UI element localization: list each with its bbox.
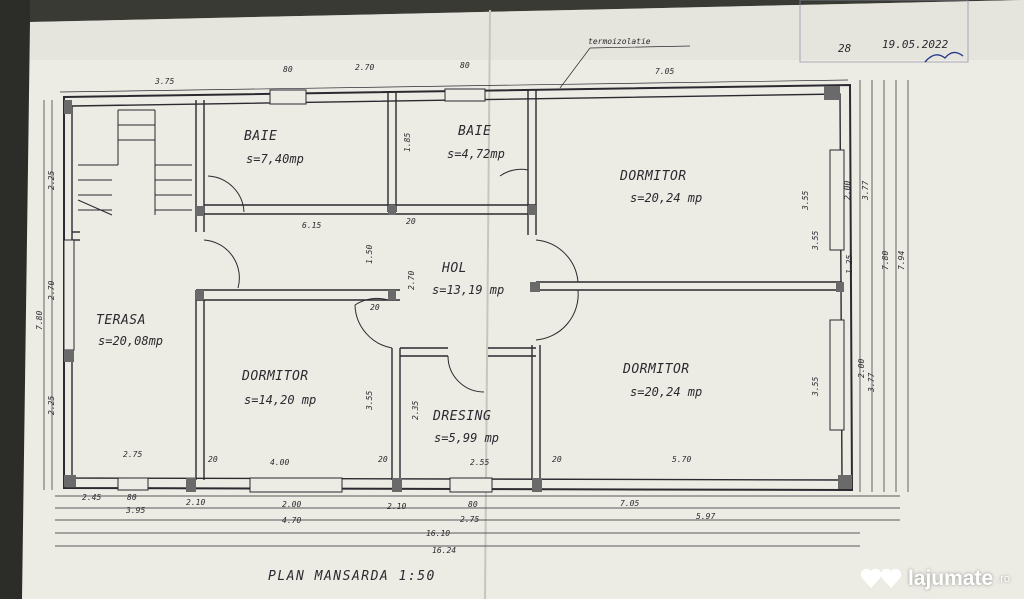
svg-text:6.15: 6.15 <box>302 221 321 230</box>
room-area: s=20,08mp <box>98 334 163 348</box>
room-area: s=14,20 mp <box>244 393 316 407</box>
room-area: s=4,72mp <box>447 147 505 161</box>
wall-hatches <box>64 86 852 492</box>
room-area: s=20,24 mp <box>630 191 702 205</box>
svg-text:2.00: 2.00 <box>282 500 301 509</box>
plan-title: PLAN MANSARDA 1:50 <box>268 569 436 584</box>
svg-text:5.70: 5.70 <box>672 455 691 464</box>
svg-text:2.10: 2.10 <box>387 502 406 511</box>
svg-text:20: 20 <box>370 303 380 312</box>
svg-text:7.05: 7.05 <box>655 67 674 76</box>
svg-text:2.25: 2.25 <box>47 171 56 190</box>
svg-text:2.75: 2.75 <box>460 515 479 524</box>
windows <box>63 88 845 493</box>
svg-text:2.00: 2.00 <box>857 359 866 378</box>
svg-text:16.24: 16.24 <box>432 546 456 555</box>
paper <box>22 0 1024 599</box>
room-name: DORMITOR <box>241 369 309 384</box>
svg-text:2.35: 2.35 <box>411 401 420 420</box>
watermark-tld: .ro <box>997 573 1010 585</box>
svg-text:80: 80 <box>283 65 293 74</box>
svg-text:2.55: 2.55 <box>470 458 489 467</box>
svg-text:7.94: 7.94 <box>897 251 906 270</box>
svg-text:2.75: 2.75 <box>123 450 142 459</box>
svg-text:20: 20 <box>552 455 562 464</box>
room-area: s=7,40mp <box>246 152 304 166</box>
svg-text:20: 20 <box>378 455 388 464</box>
svg-text:80: 80 <box>468 500 478 509</box>
room-name: BAIE <box>244 129 277 144</box>
dimension-labels: termoizolatie 3.75 80 2.70 80 7.05 6.15 … <box>35 37 906 555</box>
room-name: BAIE <box>458 124 491 139</box>
watermark-logo: lajumate.ro <box>860 567 1010 591</box>
paper-fold <box>484 9 491 599</box>
door-swings <box>203 168 579 393</box>
svg-text:7.05: 7.05 <box>620 499 639 508</box>
svg-text:5.97: 5.97 <box>696 512 715 521</box>
dimension-lines <box>43 45 909 547</box>
heart-logo-icon <box>860 568 902 588</box>
staircase <box>77 109 192 216</box>
svg-text:3.77: 3.77 <box>861 181 870 201</box>
svg-text:20: 20 <box>208 455 218 464</box>
svg-text:2.25: 2.25 <box>47 396 56 415</box>
svg-text:4.70: 4.70 <box>282 516 301 525</box>
svg-text:80: 80 <box>127 493 137 502</box>
svg-text:3.55: 3.55 <box>365 391 374 411</box>
svg-text:20: 20 <box>406 217 416 226</box>
svg-text:28: 28 <box>838 42 852 55</box>
room-area: s=20,24 mp <box>630 385 702 399</box>
svg-text:1.25: 1.25 <box>845 255 854 274</box>
room-name: DORMITOR <box>619 169 687 184</box>
svg-text:2.70: 2.70 <box>47 281 56 300</box>
svg-text:3.77: 3.77 <box>867 373 876 393</box>
svg-text:3.55: 3.55 <box>811 231 820 251</box>
svg-text:2.70: 2.70 <box>407 271 416 290</box>
approval-stamp: 28 19.05.2022 <box>799 0 969 63</box>
svg-text:1.50: 1.50 <box>365 245 374 264</box>
svg-text:16.10: 16.10 <box>426 529 450 538</box>
room-name: TERASA <box>96 313 146 328</box>
svg-text:7.80: 7.80 <box>881 251 890 270</box>
room-name: DORMITOR <box>622 362 690 377</box>
svg-text:1.85: 1.85 <box>403 133 412 152</box>
svg-text:2.00: 2.00 <box>843 181 852 200</box>
room-name: DRESING <box>432 409 491 424</box>
svg-text:4.00: 4.00 <box>270 458 289 467</box>
svg-text:2.45: 2.45 <box>82 493 101 502</box>
svg-text:2.70: 2.70 <box>355 63 374 72</box>
svg-text:3.75: 3.75 <box>154 77 174 86</box>
svg-text:3.55: 3.55 <box>801 191 810 211</box>
room-labels: BAIE s=7,40mp BAIE s=4,72mp DORMITOR s=2… <box>96 124 702 445</box>
svg-text:2.10: 2.10 <box>186 498 205 507</box>
watermark-brand: lajumate <box>907 567 994 590</box>
room-area: s=5,99 mp <box>434 431 499 445</box>
svg-text:7.80: 7.80 <box>35 311 44 330</box>
room-area: s=13,19 mp <box>432 283 504 297</box>
svg-text:termoizolatie: termoizolatie <box>588 37 651 46</box>
svg-text:80: 80 <box>460 61 470 70</box>
svg-text:3.95: 3.95 <box>125 506 145 515</box>
svg-text:3.55: 3.55 <box>811 377 820 397</box>
svg-text:19.05.2022: 19.05.2022 <box>882 38 949 51</box>
room-name: HOL <box>441 261 467 276</box>
